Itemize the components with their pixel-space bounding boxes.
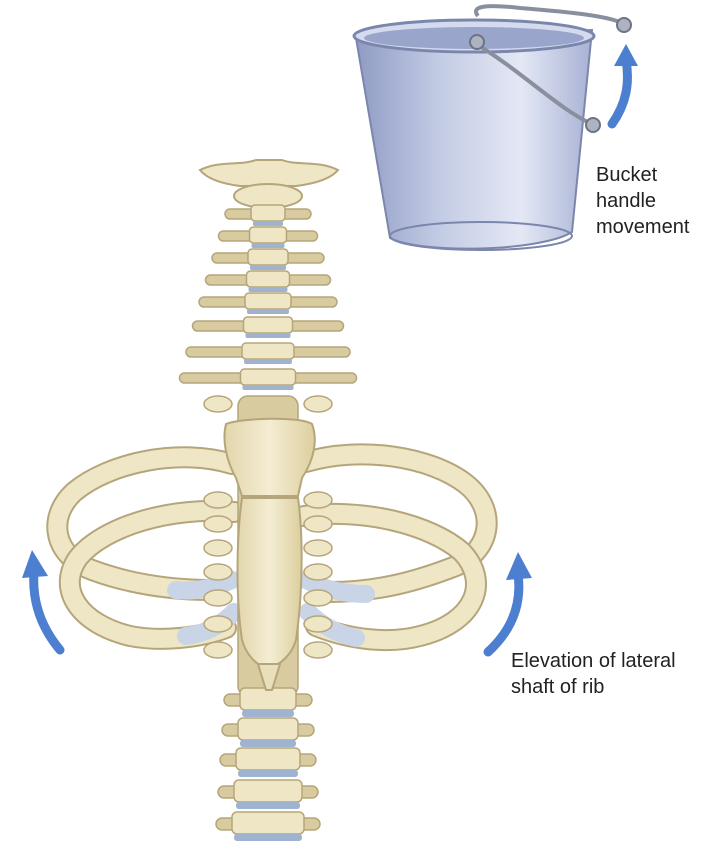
vertebral-body — [238, 718, 298, 740]
vertebral-body — [241, 369, 296, 385]
intervertebral-disc — [252, 243, 285, 248]
vertebral-body — [250, 227, 287, 243]
transverse-process — [304, 516, 332, 532]
rib-elevation-label: Elevation of lateral shaft of rib — [511, 648, 676, 700]
intervertebral-disc — [240, 740, 296, 747]
atlas-vertebra — [200, 160, 338, 186]
handle-pivot-upper — [617, 18, 631, 32]
intervertebral-disc — [253, 221, 283, 226]
curved-up-arrow-icon — [488, 552, 532, 652]
transverse-process — [304, 540, 332, 556]
rib-label-line: Elevation of lateral — [511, 648, 676, 674]
vertebral-body — [248, 249, 288, 265]
manubrium — [224, 419, 314, 496]
intervertebral-disc — [238, 770, 298, 777]
curved-up-arrow-icon — [22, 550, 60, 650]
bucket-label-line: movement — [596, 214, 689, 240]
transverse-process — [204, 590, 232, 606]
transverse-process — [204, 492, 232, 508]
vertebral-body — [242, 343, 294, 359]
bucket-handle-label: Bucket handle movement — [596, 162, 689, 240]
intervertebral-disc — [250, 265, 286, 270]
transverse-process — [304, 492, 332, 508]
vertebral-body — [232, 812, 304, 834]
vertebral-body — [234, 780, 302, 802]
intervertebral-disc — [242, 710, 294, 717]
intervertebral-disc — [236, 802, 300, 809]
transverse-process — [204, 396, 232, 412]
sternal-body — [238, 498, 302, 668]
rib-label-line: shaft of rib — [511, 674, 676, 700]
bucket-label-line: handle — [596, 188, 689, 214]
transverse-process — [304, 616, 332, 632]
left-costal-cartilage-upper — [176, 580, 232, 591]
bucket-label-line: Bucket — [596, 162, 689, 188]
vertebral-body — [236, 748, 300, 770]
curved-up-arrow-icon — [612, 44, 638, 124]
vertebral-body — [247, 271, 290, 287]
intervertebral-disc — [234, 834, 302, 841]
transverse-process — [304, 642, 332, 658]
intervertebral-disc — [249, 287, 288, 292]
vertebral-body — [245, 293, 291, 309]
transverse-process — [304, 396, 332, 412]
intervertebral-disc — [246, 333, 291, 338]
transverse-process — [204, 516, 232, 532]
handle-attachment — [470, 35, 484, 49]
transverse-process — [204, 616, 232, 632]
transverse-process — [204, 564, 232, 580]
transverse-process — [304, 590, 332, 606]
vertebral-body — [251, 205, 285, 221]
intervertebral-disc — [243, 385, 294, 390]
transverse-process — [304, 564, 332, 580]
intervertebral-disc — [244, 359, 292, 364]
vertebral-body — [244, 317, 293, 333]
transverse-process — [204, 540, 232, 556]
vertebral-body — [240, 688, 296, 710]
transverse-process — [204, 642, 232, 658]
intervertebral-disc — [247, 309, 289, 314]
bucket-body — [356, 30, 592, 249]
handle-pivot-lower — [586, 118, 600, 132]
